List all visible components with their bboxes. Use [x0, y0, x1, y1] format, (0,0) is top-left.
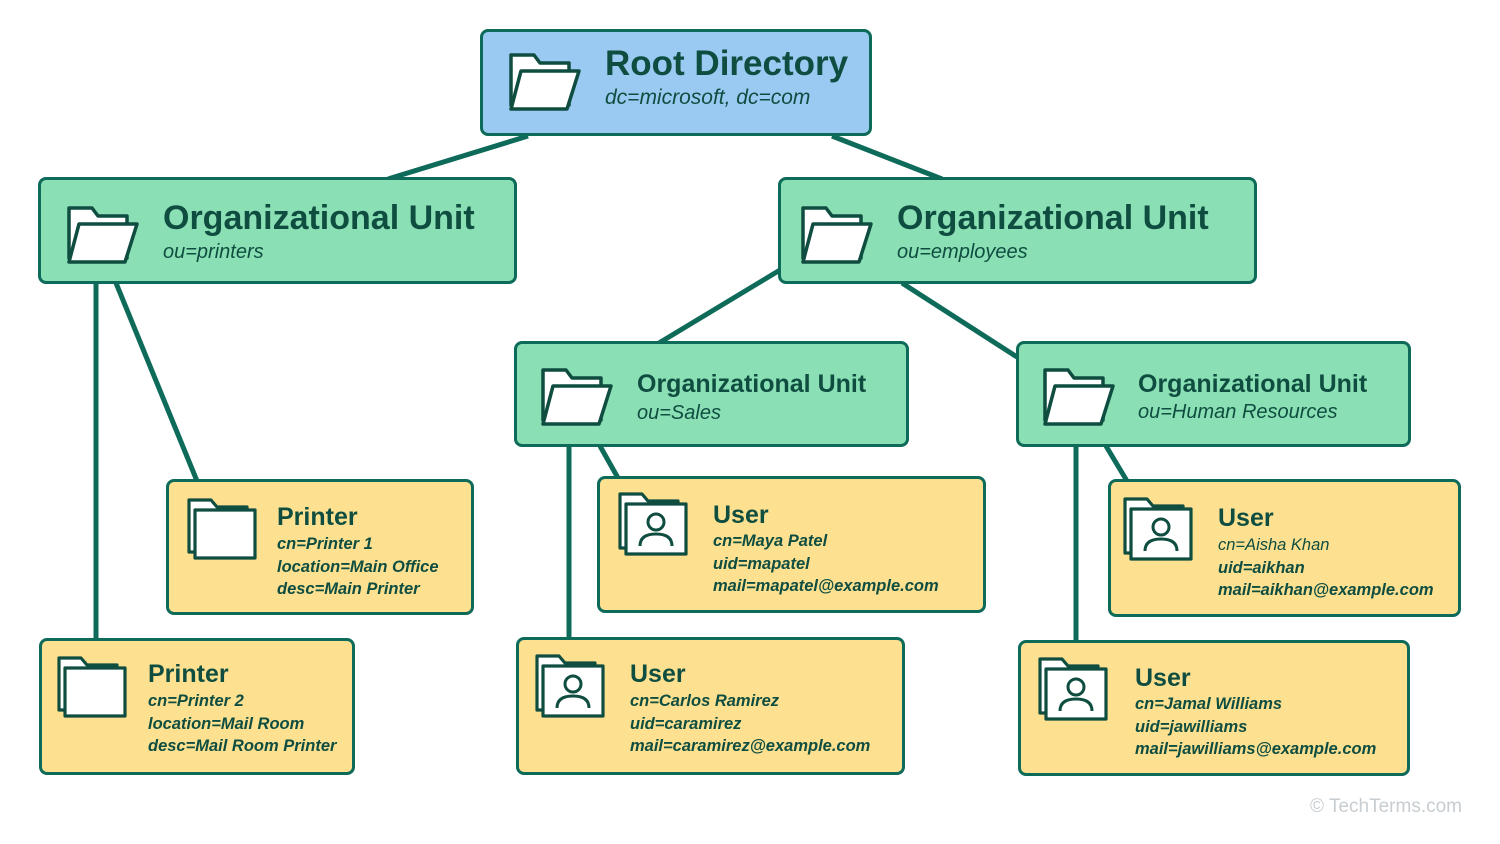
user-jamal-title: User	[1135, 664, 1191, 692]
edge-root-employees	[831, 133, 943, 182]
user-icon	[533, 652, 609, 720]
user-icon	[616, 490, 692, 558]
ou-printers-node[interactable]: Organizational Unit ou=printers	[38, 177, 517, 284]
ou-employees-dn: ou=employees	[897, 241, 1028, 263]
printer-1-node[interactable]: Printer cn=Printer 1 location=Main Offic…	[166, 479, 474, 615]
ou-sales-node[interactable]: Organizational Unit ou=Sales	[514, 341, 909, 447]
folder-icon	[1039, 364, 1121, 430]
attr-location: location=Main Office	[277, 557, 439, 576]
ou-employees-node[interactable]: Organizational Unit ou=employees	[778, 177, 1257, 284]
attr-cn: cn=Aisha Khan	[1218, 536, 1330, 554]
attr-cn: cn=Printer 1	[277, 535, 373, 553]
edge-employees-sales	[657, 267, 782, 346]
edge-printers-printer1	[113, 282, 200, 482]
user-aisha-node[interactable]: User cn=Aisha Khan uid=aikhan mail=aikha…	[1108, 479, 1461, 617]
ou-employees-title: Organizational Unit	[897, 199, 1209, 237]
attr-cn: cn=Maya Patel	[713, 532, 828, 550]
printer-2-node[interactable]: Printer cn=Printer 2 location=Mail Room …	[39, 638, 355, 775]
user-maya-title: User	[713, 501, 769, 529]
attr-uid: uid=aikhan	[1218, 558, 1305, 577]
attr-mail: mail=caramirez@example.com	[630, 737, 871, 755]
printer-1-title: Printer	[277, 503, 358, 531]
ou-printers-title: Organizational Unit	[163, 199, 475, 237]
root-title: Root Directory	[605, 44, 849, 83]
attr-cn: cn=Carlos Ramirez	[630, 692, 780, 710]
root-dn: dc=microsoft, dc=com	[605, 86, 811, 109]
attr-mail: mail=mapatel@example.com	[713, 577, 939, 595]
copyright-footer: © TechTerms.com	[1310, 796, 1462, 817]
attr-mail: mail=aikhan@example.com	[1218, 581, 1434, 599]
edge-hr-aisha	[1103, 444, 1130, 483]
user-icon	[1121, 495, 1197, 563]
ou-hr-title: Organizational Unit	[1138, 370, 1368, 398]
printer-2-title: Printer	[148, 660, 229, 688]
attr-location: location=Mail Room	[148, 714, 305, 733]
ou-hr-dn: ou=Human Resources	[1138, 401, 1338, 423]
edge-sales-maya	[597, 444, 621, 480]
attr-desc: desc=Mail Room Printer	[148, 737, 337, 755]
attr-uid: uid=mapatel	[713, 554, 810, 573]
user-jamal-node[interactable]: User cn=Jamal Williams uid=jawilliams ma…	[1018, 640, 1410, 776]
folder-icon	[797, 202, 879, 268]
attr-cn: cn=Jamal Williams	[1135, 695, 1283, 713]
printer-1-attributes: cn=Printer 1 location=Main Office desc=M…	[277, 533, 439, 601]
edge-employees-hr	[900, 280, 1019, 360]
attr-cn: cn=Printer 2	[148, 692, 244, 710]
attr-mail: mail=jawilliams@example.com	[1135, 740, 1377, 758]
user-carlos-title: User	[630, 660, 686, 688]
user-maya-node[interactable]: User cn=Maya Patel uid=mapatel mail=mapa…	[597, 476, 986, 613]
user-aisha-attributes: cn=Aisha Khan uid=aikhan mail=aikhan@exa…	[1218, 534, 1434, 602]
edge-root-printers	[387, 133, 529, 182]
user-carlos-attributes: cn=Carlos Ramirez uid=caramirez mail=car…	[630, 690, 870, 758]
user-maya-attributes: cn=Maya Patel uid=mapatel mail=mapatel@e…	[713, 530, 939, 598]
folder-icon	[537, 364, 619, 430]
printer-2-attributes: cn=Printer 2 location=Mail Room desc=Mai…	[148, 690, 336, 758]
root-directory-node[interactable]: Root Directory dc=microsoft, dc=com	[480, 29, 872, 136]
ou-sales-title: Organizational Unit	[637, 370, 867, 398]
folder-icon	[55, 654, 131, 720]
ou-sales-dn: ou=Sales	[637, 402, 721, 424]
attr-uid: uid=jawilliams	[1135, 717, 1248, 736]
user-icon	[1036, 655, 1112, 723]
ou-printers-dn: ou=printers	[163, 241, 264, 263]
ou-hr-node[interactable]: Organizational Unit ou=Human Resources	[1016, 341, 1411, 447]
folder-icon	[185, 496, 261, 562]
attr-uid: uid=caramirez	[630, 714, 742, 733]
user-aisha-title: User	[1218, 504, 1274, 532]
attr-desc: desc=Main Printer	[277, 580, 420, 598]
user-jamal-attributes: cn=Jamal Williams uid=jawilliams mail=ja…	[1135, 693, 1376, 761]
folder-icon	[63, 202, 145, 268]
folder-icon	[505, 49, 587, 115]
user-carlos-node[interactable]: User cn=Carlos Ramirez uid=caramirez mai…	[516, 637, 905, 775]
